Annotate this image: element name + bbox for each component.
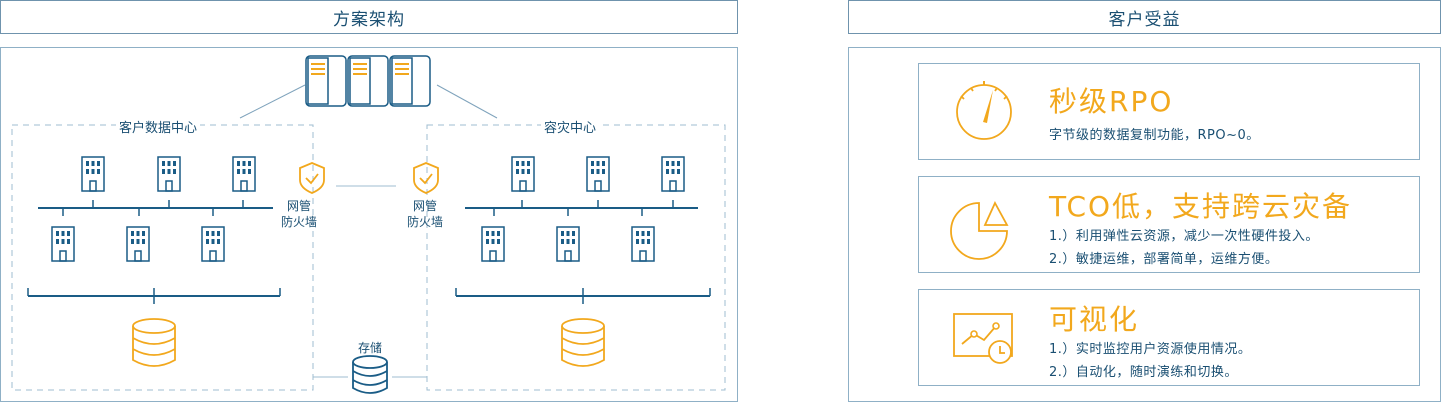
building-icon: [81, 156, 105, 192]
dr-center-label: 容灾中心: [541, 117, 600, 136]
pie-chart-icon: [950, 200, 1009, 260]
shield-icon: [413, 162, 439, 194]
benefit-title: 可视化: [1049, 303, 1140, 336]
building-icon: [481, 226, 505, 262]
database-icon: [132, 318, 176, 367]
benefit-title: 秒级RPO: [1049, 85, 1174, 118]
monitor-chart-icon: [953, 313, 1013, 364]
storage-database-icon: [352, 355, 388, 394]
building-icon: [126, 226, 150, 262]
building-icon: [631, 226, 655, 262]
building-icon: [51, 226, 75, 262]
building-icon: [556, 226, 580, 262]
building-icon: [511, 156, 535, 192]
server-icon: [305, 55, 431, 107]
benefit-card-visual: 可视化 1.）实时监控用户资源使用情况。 2.）自动化，随时演练和切换。: [918, 289, 1420, 386]
benefit-card-tco: TCO低，支持跨云灾备 1.）利用弹性云资源，减少一次性硬件投入。 2.）敏捷运…: [918, 176, 1420, 273]
building-icon: [586, 156, 610, 192]
benefit-line: 1.）利用弹性云资源，减少一次性硬件投入。: [1049, 229, 1319, 244]
benefit-line: 2.）敏捷运维，部署简单，运维方便。: [1049, 252, 1279, 267]
storage-label: 存储: [357, 341, 382, 355]
benefit-line: 2.）自动化，随时演练和切换。: [1049, 365, 1238, 380]
stopwatch-icon: [956, 81, 1012, 140]
customer-dc-label: 客户数据中心: [116, 117, 201, 136]
architecture-diagram: [11, 55, 726, 394]
database-icon: [561, 318, 605, 367]
benefit-line: 字节级的数据复制功能，RPO~0。: [1049, 128, 1260, 143]
benefit-line: 1.）实时监控用户资源使用情况。: [1049, 342, 1252, 357]
benefit-title: TCO低，支持跨云灾备: [1049, 190, 1353, 223]
building-icon: [232, 156, 256, 192]
benefits-header: 客户受益: [848, 0, 1441, 34]
building-icon: [201, 226, 225, 262]
shield-icon: [299, 162, 325, 194]
benefit-card-rpo: 秒级RPO 字节级的数据复制功能，RPO~0。: [918, 63, 1420, 160]
architecture-header: 方案架构: [0, 0, 738, 34]
firewall-right-label: 网管 防火墙: [406, 199, 443, 229]
firewall-left-label: 网管 防火墙: [280, 199, 317, 229]
building-icon: [661, 156, 685, 192]
building-icon: [157, 156, 181, 192]
customer-dc-region: [11, 124, 314, 391]
